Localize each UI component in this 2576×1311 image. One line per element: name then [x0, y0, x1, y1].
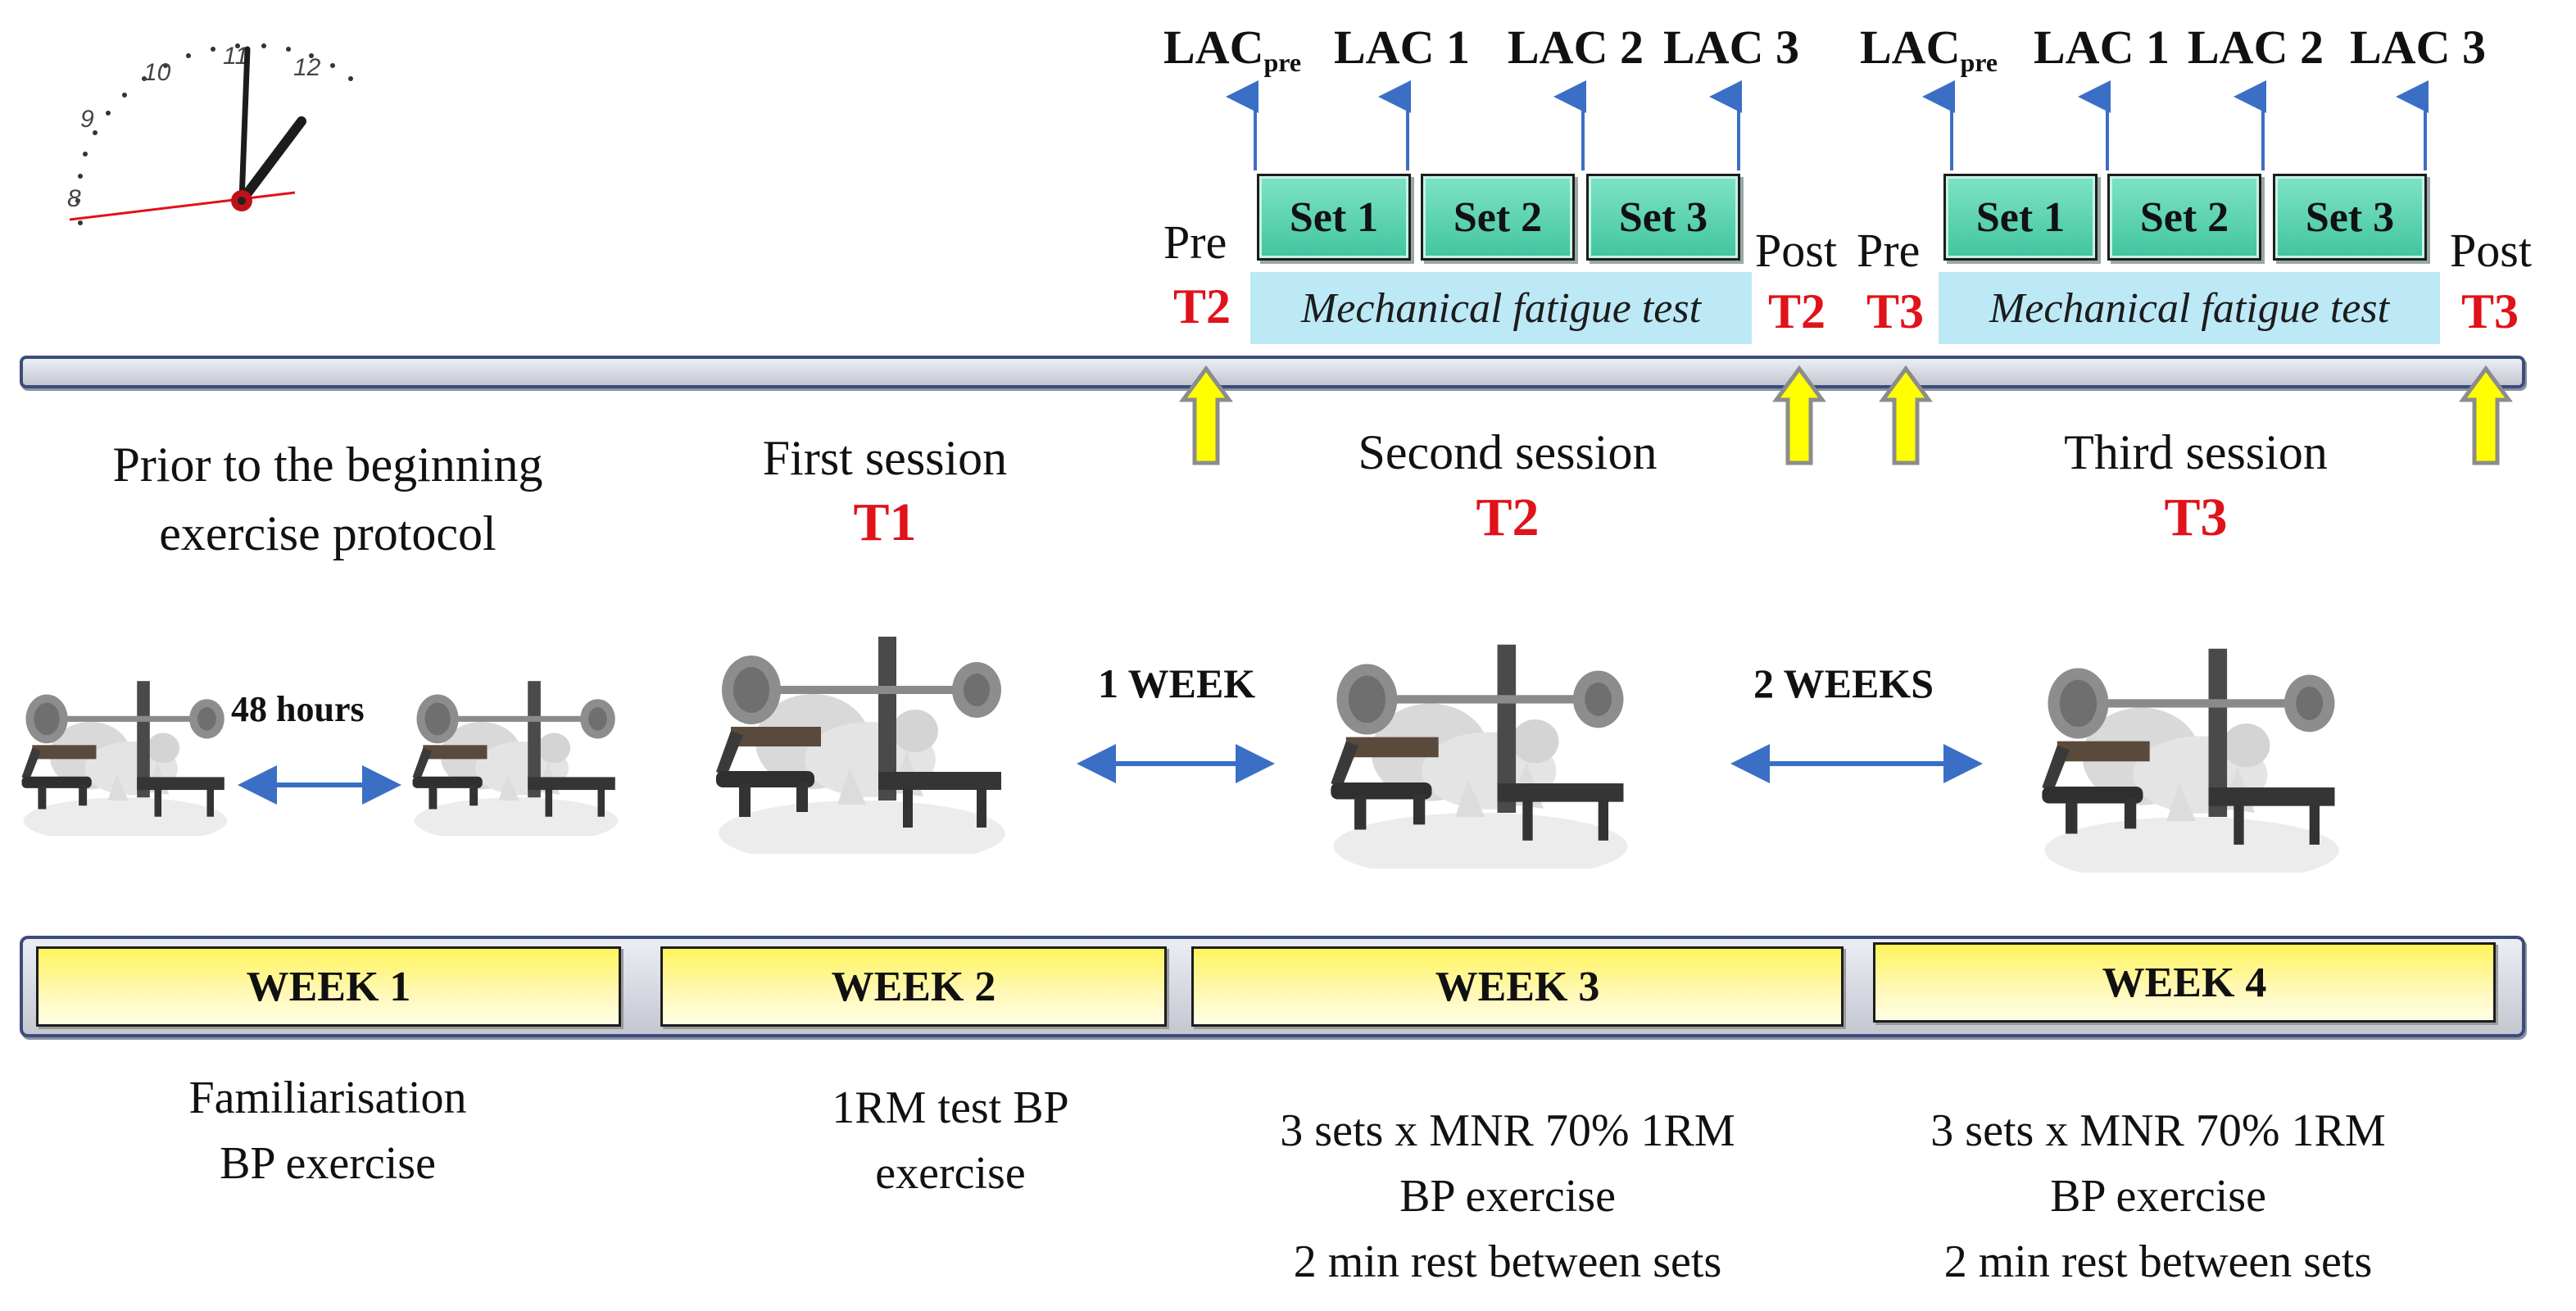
set-3-box: Set 3	[1586, 174, 1740, 261]
set-2-box: Set 2	[2107, 174, 2261, 261]
lac-3-label: LAC 3	[2350, 20, 2486, 74]
lac-pre-label: LACpre	[1860, 20, 1998, 77]
third-session-title: Third session	[2064, 425, 2328, 479]
t3-session-code: T3	[2164, 488, 2228, 547]
lac-1-label: LAC 1	[2034, 20, 2170, 74]
pre-label: Pre	[1857, 224, 1921, 277]
t3-post-label: T3	[2461, 284, 2519, 338]
clock-number-10: 10	[143, 59, 171, 86]
lac-pre-label: LACpre	[1163, 20, 1302, 77]
yellow-up-arrow-icon	[1772, 365, 1826, 465]
clock-number-9: 9	[80, 106, 94, 133]
yellow-up-arrow-icon	[1879, 365, 1933, 465]
t2-session-code: T2	[1476, 488, 1540, 547]
set-3-box: Set 3	[2273, 174, 2427, 261]
lac-2-label: LAC 2	[2188, 20, 2324, 74]
week-1-box: WEEK 1	[36, 946, 621, 1027]
set-1-box: Set 1	[1943, 174, 2098, 261]
lac-3-label: LAC 3	[1663, 20, 1799, 74]
first-session-title: First session	[762, 431, 1008, 485]
lac-2-label: LAC 2	[1508, 20, 1644, 74]
week-3-box: WEEK 3	[1191, 946, 1844, 1027]
second-session-title: Second session	[1358, 425, 1658, 479]
week-3-description: 3 sets x MNR 70% 1RM BP exercise 2 min r…	[1280, 1105, 1735, 1287]
interval-1-week-label: 1 WEEK	[1098, 660, 1256, 706]
week-1-description: Familiarisation BP exercise	[188, 1073, 467, 1189]
yellow-up-arrow-icon	[2459, 365, 2513, 465]
week-4-description: 3 sets x MNR 70% 1RM BP exercise 2 min r…	[1930, 1105, 2386, 1287]
lac-1-label: LAC 1	[1334, 20, 1470, 74]
measurement-marker-icons	[1179, 365, 2513, 465]
week-2-description: 1RM test BP exercise	[832, 1082, 1069, 1199]
interval-arrows	[238, 744, 1983, 805]
mechanical-fatigue-test-band: Mechanical fatigue test	[1250, 272, 1752, 344]
mechanical-fatigue-test-band: Mechanical fatigue test	[1939, 272, 2440, 344]
prior-session-title: Prior to the beginning exercise protocol	[112, 438, 543, 560]
week-2-box: WEEK 2	[660, 946, 1167, 1027]
week-4-box: WEEK 4	[1873, 942, 2496, 1023]
set-2-box: Set 2	[1421, 174, 1575, 261]
yellow-up-arrow-icon	[1179, 365, 1233, 465]
set-1-box: Set 1	[1257, 174, 1411, 261]
clock-number-8: 8	[67, 185, 81, 212]
interval-48-hours-label: 48 hours	[231, 689, 365, 729]
clock-number-12: 12	[293, 54, 321, 81]
t2-pre-label: T2	[1173, 279, 1231, 333]
pre-label: Pre	[1163, 215, 1227, 269]
t3-pre-label: T3	[1866, 284, 1925, 338]
timeline-bar	[20, 356, 2525, 388]
post-label: Post	[2450, 224, 2532, 277]
interval-2-weeks-label: 2 WEEKS	[1753, 660, 1934, 706]
clock-icon: 8 9 10 11 12	[67, 43, 353, 225]
t1-session-code: T1	[853, 492, 917, 552]
t2-post-label: T2	[1768, 284, 1826, 338]
lac-arrows	[1226, 80, 2429, 170]
post-label: Post	[1755, 224, 1837, 277]
